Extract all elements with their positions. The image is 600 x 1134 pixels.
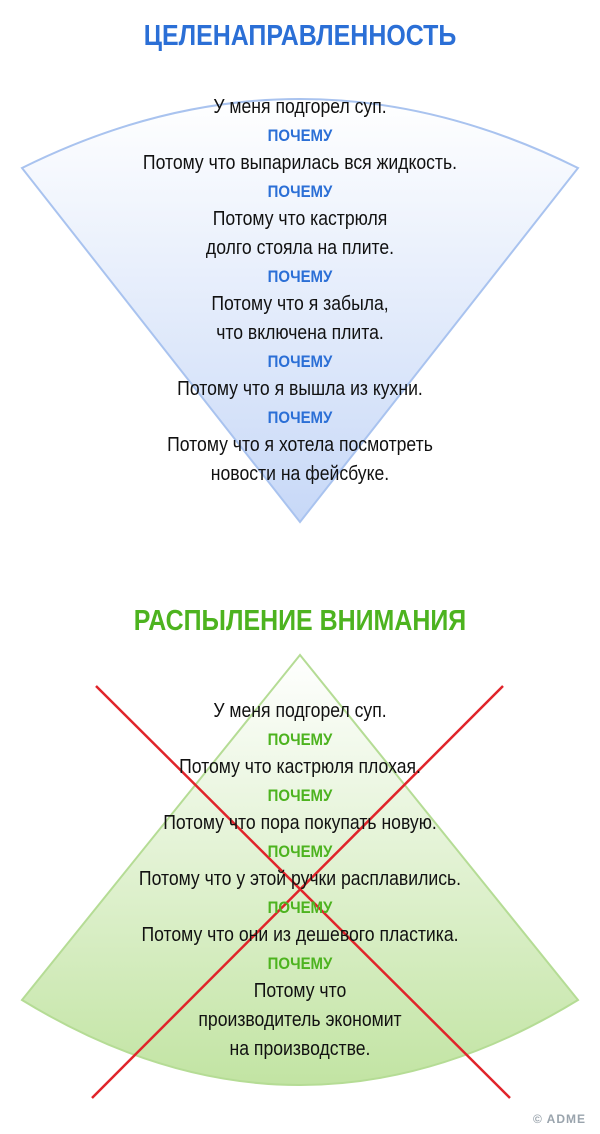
why-label: ПОЧЕМУ: [267, 352, 333, 371]
scatter-line-6a: Потому что: [253, 980, 347, 1002]
why-label: ПОЧЕМУ: [267, 126, 333, 145]
why-label: ПОЧЕМУ: [267, 898, 333, 917]
cross-line-1: [95, 685, 511, 1099]
scatter-title: РАСПЫЛЕНИЕ ВНИМАНИЯ: [133, 605, 467, 637]
focus-line-3a: Потому что кастрюля: [212, 208, 388, 230]
scatter-line-3: Потому что пора покупать новую.: [163, 812, 437, 834]
scatter-line-2: Потому что кастрюля плохая.: [179, 756, 421, 778]
scatter-line-6c: на производстве.: [229, 1038, 371, 1060]
why-label: ПОЧЕМУ: [267, 182, 333, 201]
scatter-line-4: Потому что у этой ручки расплавились.: [138, 868, 462, 890]
focus-line-4b: что включена плита.: [216, 322, 384, 344]
focus-line-3b: долго стояла на плите.: [205, 237, 395, 259]
focus-line-6a: Потому что я хотела посмотреть: [167, 434, 433, 456]
focus-funnel-shape: [20, 98, 580, 524]
scatter-line-5: Потому что они из дешевого пластика.: [141, 924, 459, 946]
why-label: ПОЧЕМУ: [267, 730, 333, 749]
scatter-line-6b: производитель экономит: [198, 1009, 402, 1031]
scatter-cone-shape: [20, 653, 580, 1086]
why-label: ПОЧЕМУ: [267, 267, 333, 286]
focus-chain: У меня подгорел суп. ПОЧЕМУ Потому что в…: [0, 93, 600, 489]
why-label: ПОЧЕМУ: [267, 786, 333, 805]
focus-line-5: Потому что я вышла из кухни.: [177, 378, 423, 400]
why-label: ПОЧЕМУ: [267, 954, 333, 973]
focus-line-2: Потому что выпарилась вся жидкость.: [142, 152, 458, 174]
watermark: © ADME: [532, 1112, 586, 1126]
focus-title: ЦЕЛЕНАПРАВЛЕННОСТЬ: [143, 20, 457, 52]
why-label: ПОЧЕМУ: [267, 842, 333, 861]
scatter-line-1: У меня подгорел суп.: [213, 700, 387, 722]
scatter-chain: У меня подгорел суп. ПОЧЕМУ Потому что к…: [0, 697, 600, 1064]
why-label: ПОЧЕМУ: [267, 408, 333, 427]
cross-line-2: [91, 685, 504, 1099]
focus-line-1: У меня подгорел суп.: [213, 96, 387, 118]
focus-line-4a: Потому что я забыла,: [211, 293, 389, 315]
focus-line-6b: новости на фейсбуке.: [210, 463, 390, 485]
